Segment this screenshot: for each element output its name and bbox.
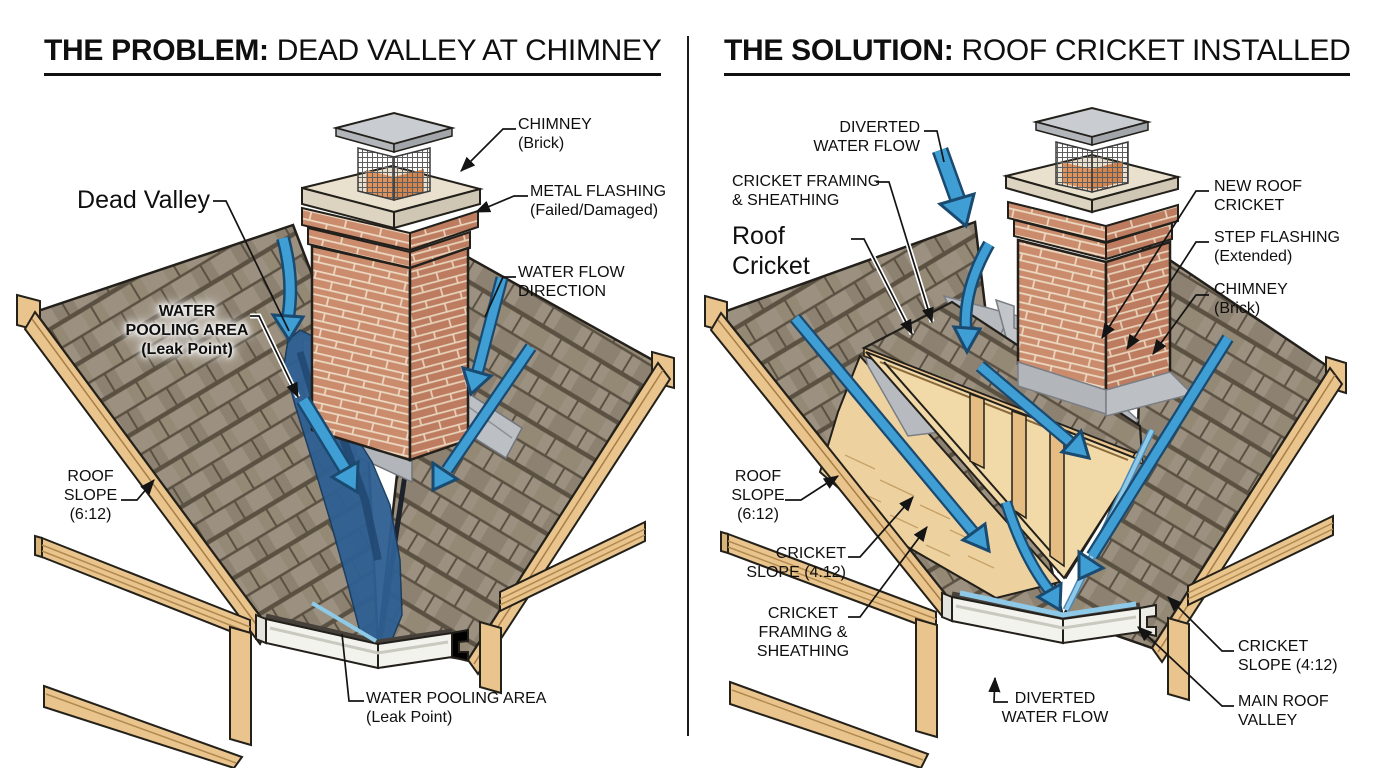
water-flow-arrows (270, 236, 537, 495)
label-main-roof-valley: MAIN ROOF VALLEY (1238, 693, 1329, 729)
label-water-flow-direction: WATER FLOW DIRECTION (518, 264, 625, 300)
leader-lines (785, 130, 1234, 707)
label-metal-flashing: METAL FLASHING (Failed/Damaged) (530, 183, 667, 219)
label-chimney-right: CHIMNEY (Brick) (1214, 281, 1288, 317)
leader-lines (121, 128, 528, 702)
gutter (255, 613, 469, 670)
label-cricket-framing-bottom: CRICKET FRAMING & SHEATHING (756, 605, 850, 660)
left-title-strong: THE PROBLEM: (44, 34, 269, 67)
label-new-roof-cricket: NEW ROOF CRICKET (1214, 178, 1302, 214)
gutter (941, 590, 1157, 645)
chimney-cap (332, 111, 456, 153)
cricket-framing (865, 351, 1142, 580)
diverted-water-arrows (790, 147, 1234, 613)
chimney-cap-mesh (357, 147, 431, 201)
label-diverted-water-bottom: DIVERTED WATER FLOW (1001, 690, 1109, 726)
label-step-flashing: STEP FLASHING (Extended) (1214, 229, 1340, 265)
label-cricket-slope-left: CRICKET SLOPE (4:12) (746, 545, 846, 581)
problem-illustration (16, 111, 675, 768)
label-diverted-water-top: DIVERTED WATER FLOW (813, 119, 920, 155)
right-title-rest: ROOF CRICKET INSTALLED (953, 34, 1351, 67)
right-panel-title: THE SOLUTION: ROOF CRICKET INSTALLED (724, 34, 1351, 76)
label-roof-slope-left: ROOF SLOPE (6:12) (63, 468, 118, 523)
left-panel-title: THE PROBLEM: DEAD VALLEY AT CHIMNEY (44, 34, 662, 76)
chimney-brick (301, 111, 484, 462)
chimney-brick (1002, 106, 1194, 417)
label-cricket-slope-right: CRICKET SLOPE (4:12) (1238, 638, 1338, 674)
valley-water-line (310, 601, 378, 643)
label-chimney: CHIMNEY (Brick) (518, 116, 592, 152)
label-roof-slope-right: ROOF SLOPE (6:12) (731, 468, 785, 523)
chimney-cap (1032, 106, 1152, 146)
main-roof-valley-water (1062, 428, 1156, 612)
chimney-cap-mesh (1055, 141, 1129, 193)
label-cricket-framing-top: CRICKET FRAMING & SHEATHING (732, 173, 881, 209)
right-title-strong: THE SOLUTION: (724, 34, 954, 67)
left-title-rest: DEAD VALLEY AT CHIMNEY (268, 34, 662, 67)
wood-framing (34, 520, 646, 768)
label-water-pooling-lower: WATER POOLING AREA (Leak Point) (366, 690, 547, 726)
label-roof-cricket: Roof Cricket (732, 222, 810, 280)
label-water-pooling-upper: WATER POOLING AREA (Leak Point) (125, 303, 249, 358)
wood-framing (720, 514, 1334, 768)
gutter-water-line (959, 590, 1137, 618)
panel-divider (687, 36, 689, 736)
solution-illustration (704, 106, 1347, 768)
label-dead-valley: Dead Valley (77, 186, 210, 214)
